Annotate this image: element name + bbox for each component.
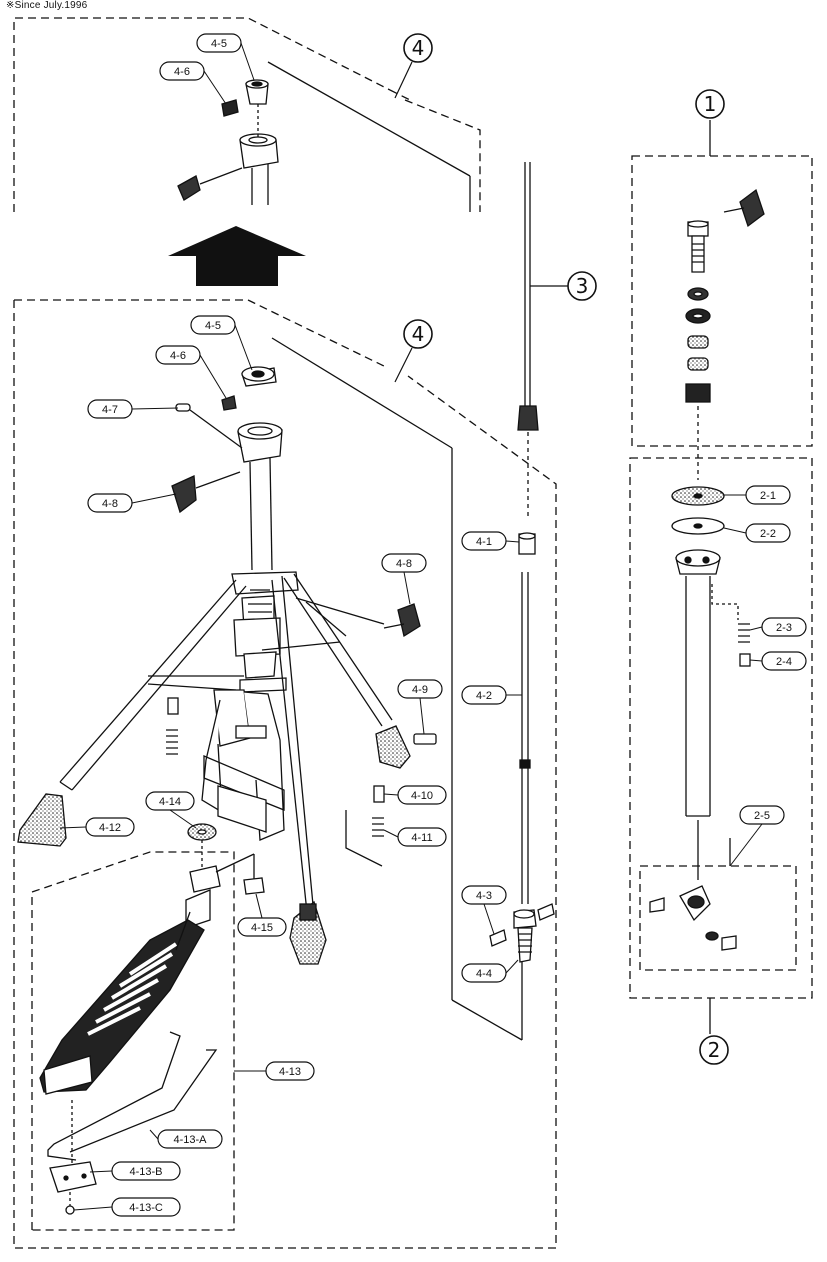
label-4-12: 4-12 — [85, 817, 135, 837]
label-2-3: 2-3 — [761, 617, 807, 637]
wing-bolt-icon — [171, 471, 241, 514]
svg-text:2-2: 2-2 — [760, 528, 776, 540]
svg-text:4-1: 4-1 — [476, 536, 492, 548]
svg-text:4-8: 4-8 — [102, 498, 118, 510]
label-4-5-top: 4-5 — [196, 33, 242, 53]
label-4-13-b: 4-13-B — [111, 1161, 181, 1181]
label-2-4: 2-4 — [761, 651, 807, 671]
footboard-icon — [39, 919, 205, 1095]
pill-labels: 4-5 4-6 4-5 4-6 4-7 4-8 4-8 4-9 4-10 4-1… — [85, 33, 807, 1217]
label-4-4: 4-4 — [461, 963, 507, 983]
assembly-1-dashed-border — [631, 155, 813, 447]
svg-text:4-15: 4-15 — [251, 922, 273, 934]
label-4-10: 4-10 — [397, 785, 447, 805]
svg-text:2-1: 2-1 — [760, 490, 776, 502]
assembly-marker-4: 4 — [394, 319, 433, 383]
clamp-dashed-border — [639, 865, 797, 971]
label-4-13-a: 4-13-A — [157, 1129, 223, 1149]
label-2-2: 2-2 — [745, 523, 791, 543]
label-4-8a: 4-8 — [87, 493, 133, 513]
assembly-markers: 4 4 3 1 2 — [394, 33, 729, 1065]
svg-text:4-4: 4-4 — [476, 968, 492, 980]
svg-text:1: 1 — [704, 92, 717, 116]
rubber-foot-icon — [17, 793, 67, 847]
main-assembly-dashed-border — [13, 300, 557, 1249]
spring-icon — [372, 817, 384, 837]
label-4-13: 4-13 — [265, 1061, 315, 1081]
label-4-6-top: 4-6 — [159, 61, 205, 81]
rubber-foot-icon — [375, 725, 411, 769]
label-4-15: 4-15 — [237, 917, 287, 937]
svg-text:2-5: 2-5 — [754, 810, 770, 822]
label-4-13-c: 4-13-C — [111, 1197, 181, 1217]
svg-text:4-14: 4-14 — [159, 796, 181, 808]
svg-text:4-6: 4-6 — [170, 350, 186, 362]
label-4-1: 4-1 — [461, 531, 507, 551]
assembly-marker-2: 2 — [699, 1035, 729, 1065]
svg-text:4-13-A: 4-13-A — [173, 1134, 207, 1146]
svg-text:4-2: 4-2 — [476, 690, 492, 702]
label-4-7: 4-7 — [87, 399, 133, 419]
up-arrow-icon — [168, 226, 306, 286]
assembly-2-dashed-border — [629, 457, 813, 999]
label-2-5: 2-5 — [739, 805, 785, 825]
top-detail-dashed-border — [13, 17, 391, 212]
svg-text:4-11: 4-11 — [411, 832, 432, 844]
svg-text:4-9: 4-9 — [412, 684, 428, 696]
svg-text:4-5: 4-5 — [205, 320, 221, 332]
svg-text:4-5: 4-5 — [211, 38, 227, 50]
svg-text:4-3: 4-3 — [476, 890, 492, 902]
label-4-2: 4-2 — [461, 685, 507, 705]
label-4-11: 4-11 — [397, 827, 447, 847]
svg-text:4-13-C: 4-13-C — [129, 1202, 163, 1214]
svg-text:2: 2 — [708, 1038, 721, 1062]
assembly-marker-4-top: 4 — [394, 33, 433, 99]
label-4-6: 4-6 — [155, 345, 201, 365]
label-4-9: 4-9 — [397, 679, 443, 699]
label-4-3: 4-3 — [461, 885, 507, 905]
svg-text:4-12: 4-12 — [99, 822, 121, 834]
svg-text:4: 4 — [412, 36, 425, 60]
svg-text:4-13: 4-13 — [279, 1066, 301, 1078]
svg-text:2-3: 2-3 — [776, 622, 792, 634]
label-2-1: 2-1 — [745, 485, 791, 505]
top-clutch-detail — [177, 61, 471, 212]
svg-text:4: 4 — [412, 322, 425, 346]
wing-bolt-icon — [723, 188, 765, 228]
svg-text:4-6: 4-6 — [174, 66, 190, 78]
svg-text:4-10: 4-10 — [411, 790, 433, 802]
svg-text:2-4: 2-4 — [776, 656, 792, 668]
assembly-marker-3: 3 — [530, 271, 597, 301]
svg-text:3: 3 — [576, 274, 589, 298]
svg-text:4-7: 4-7 — [102, 404, 118, 416]
wing-bolt-icon — [383, 603, 421, 638]
label-4-8b: 4-8 — [381, 553, 427, 573]
svg-text:4-8: 4-8 — [396, 558, 412, 570]
since-note: ※Since July.1996 — [6, 0, 88, 11]
spring-icon — [738, 623, 750, 643]
svg-text:4-13-B: 4-13-B — [129, 1166, 162, 1178]
label-4-14: 4-14 — [145, 791, 195, 811]
assembly-marker-1: 1 — [695, 89, 725, 119]
label-4-5: 4-5 — [190, 315, 236, 335]
rubber-foot-icon — [289, 900, 327, 965]
